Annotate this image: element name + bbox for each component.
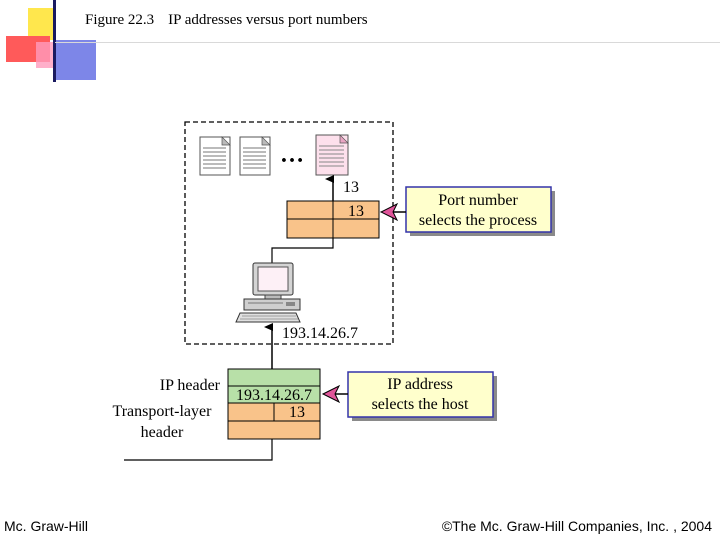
computer-icon (235, 262, 301, 323)
pink-block (36, 42, 58, 68)
label-transport-line2: header (141, 424, 184, 441)
footer-publisher: Mc. Graw-Hill (4, 518, 88, 534)
yellow-block (28, 8, 56, 40)
figure-title: IP addresses versus port numbers (168, 12, 368, 28)
port-label-top: 13 (343, 179, 359, 196)
packet-ip: 193.14.26.7 (236, 387, 312, 404)
ip-callout-line2: selects the host (372, 396, 469, 413)
host-ip: 193.14.26.7 (282, 325, 358, 342)
network-line (124, 439, 273, 461)
port-callout-line1: Port number (438, 192, 518, 209)
footer-copyright: ©The Mc. Graw-Hill Companies, Inc. , 200… (441, 518, 712, 534)
host-boundary (184, 121, 394, 345)
port-callout-arrow (379, 202, 406, 222)
title-rule (55, 42, 720, 43)
process-document-icon (239, 136, 271, 176)
incoming-packet (227, 368, 321, 440)
connector-line (271, 238, 334, 268)
host-port-value: 13 (348, 203, 364, 220)
blue-block (56, 40, 96, 80)
ip-callout (347, 371, 494, 418)
process-document-icon (315, 134, 349, 176)
vertical-line (53, 0, 56, 82)
ip-callout-line1: IP address (387, 376, 453, 393)
corner-decoration (0, 0, 100, 85)
port-callout-line2: selects the process (419, 212, 537, 229)
ip-callout-arrow (321, 384, 348, 404)
process-document-icon (199, 136, 231, 176)
label-ip-header: IP header (160, 377, 221, 394)
page-title: Figure 22.3 IP addresses versus port numb… (85, 12, 368, 29)
port-callout (405, 186, 552, 233)
process-ellipsis: … (280, 142, 304, 168)
label-transport-line1: Transport-layer (113, 403, 213, 420)
packet-port: 13 (289, 404, 305, 421)
figure-number: Figure 22.3 (85, 12, 155, 28)
